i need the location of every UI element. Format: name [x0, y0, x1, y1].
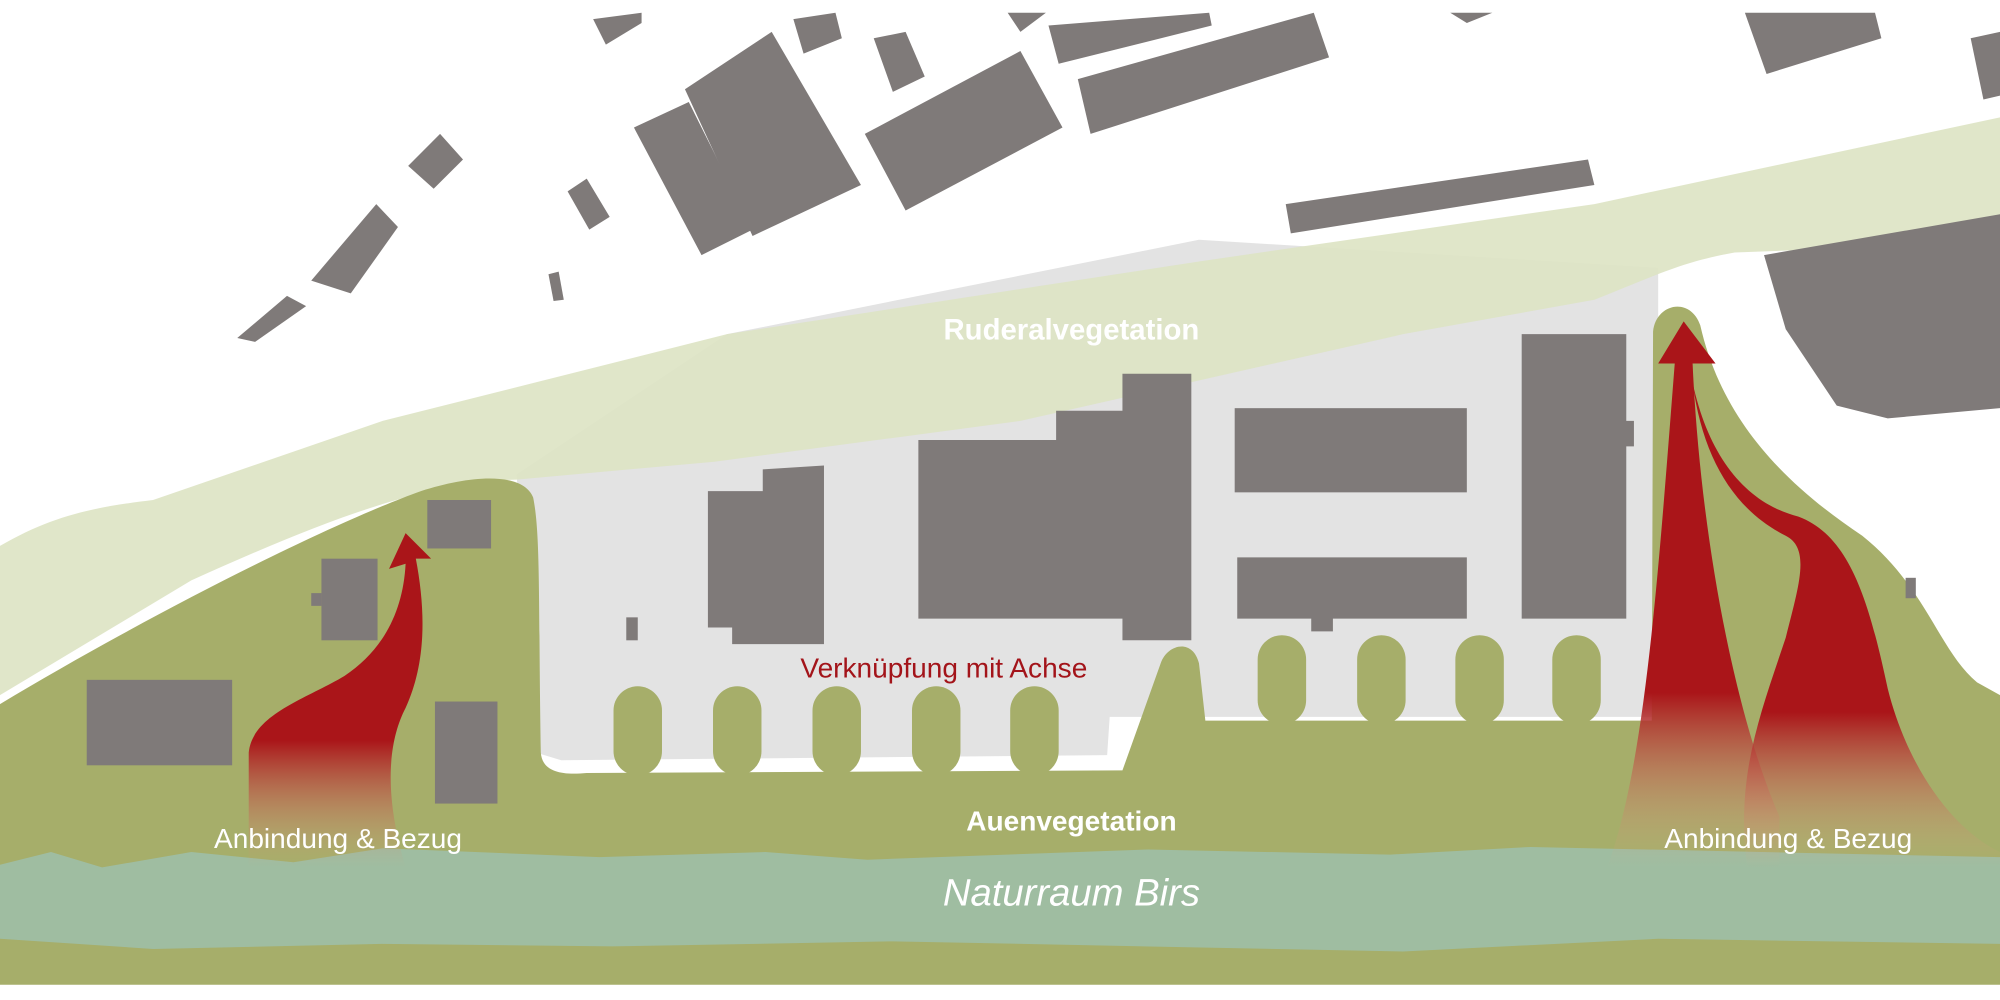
naturraum-birs-water	[0, 846, 2000, 952]
label-verknuepfung-mit-achse: Verknüpfung mit Achse	[800, 652, 1087, 683]
arrow-left-connection	[248, 533, 432, 868]
label-anbindung-left: Anbindung & Bezug	[214, 823, 462, 854]
label-anbindung-right: Anbindung & Bezug	[1664, 823, 1912, 854]
label-auenvegetation: Auenvegetation	[966, 805, 1176, 836]
label-ruderalvegetation: Ruderalvegetation	[943, 313, 1199, 346]
ruderal-vegetation-band	[0, 117, 2000, 696]
buildings	[86, 12, 2000, 804]
label-naturraum-birs: Naturraum Birs	[943, 872, 1200, 915]
auen-vegetation-area	[0, 306, 2000, 985]
arrow-right-connection-branch	[1692, 382, 2000, 868]
arrow-right-connection-north	[1607, 321, 1780, 868]
